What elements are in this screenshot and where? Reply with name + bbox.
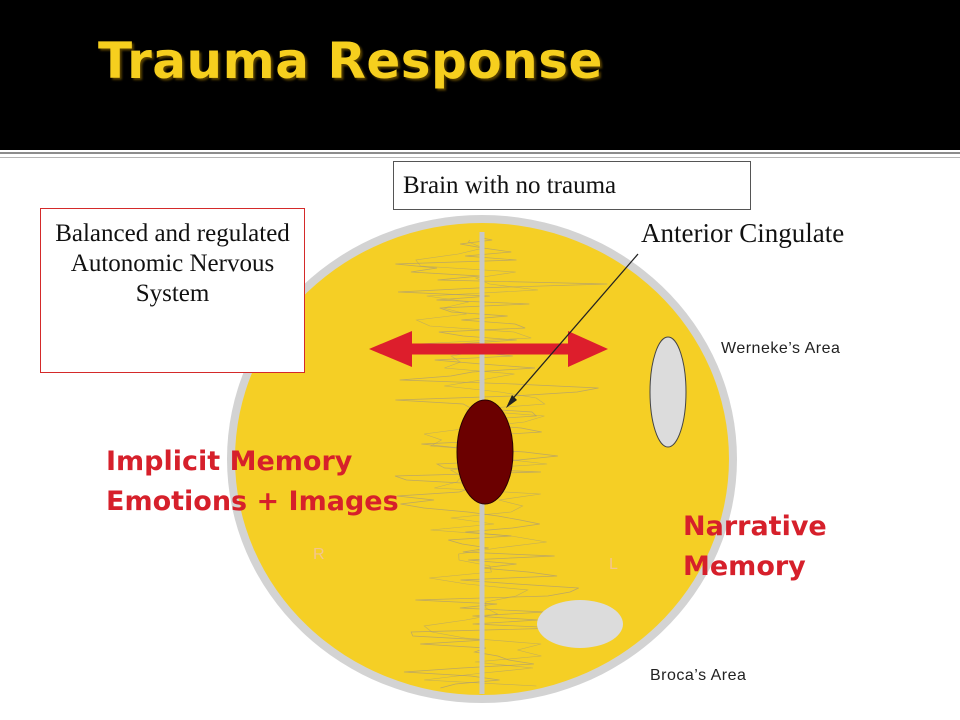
- bidirectional-arrow-icon: [369, 331, 608, 367]
- header-divider-thin: [0, 157, 960, 158]
- narrative-memory-line2: Memory: [683, 551, 806, 582]
- brocas-area-shape: [537, 600, 623, 648]
- narrative-memory-label: Narrative Memory: [683, 507, 827, 587]
- scribble-line: [415, 239, 548, 687]
- autonomic-box: Balanced and regulated Autonomic Nervous…: [40, 208, 305, 373]
- implicit-memory-line2: Emotions + Images: [106, 486, 399, 517]
- narrative-memory-line1: Narrative: [683, 511, 827, 542]
- wernekes-area-label: Werneke’s Area: [721, 340, 841, 357]
- header-divider: [0, 152, 960, 154]
- brocas-area-label: Broca’s Area: [650, 667, 747, 684]
- title-bar: Trauma Response: [0, 0, 960, 150]
- wernekes-area-shape: [649, 336, 687, 448]
- no-trauma-box: Brain with no trauma: [393, 161, 751, 210]
- anterior-cingulate-label: Anterior Cingulate: [641, 218, 845, 248]
- right-hemisphere-label: R: [313, 546, 325, 563]
- implicit-memory-line1: Implicit Memory: [106, 446, 353, 477]
- anterior-cingulate-shape: [456, 399, 514, 505]
- pointer-arrow-icon: [506, 253, 639, 408]
- slide-title: Trauma Response: [98, 32, 603, 90]
- left-hemisphere-label: L: [609, 556, 618, 573]
- implicit-memory-label: Implicit Memory Emotions + Images: [106, 442, 399, 522]
